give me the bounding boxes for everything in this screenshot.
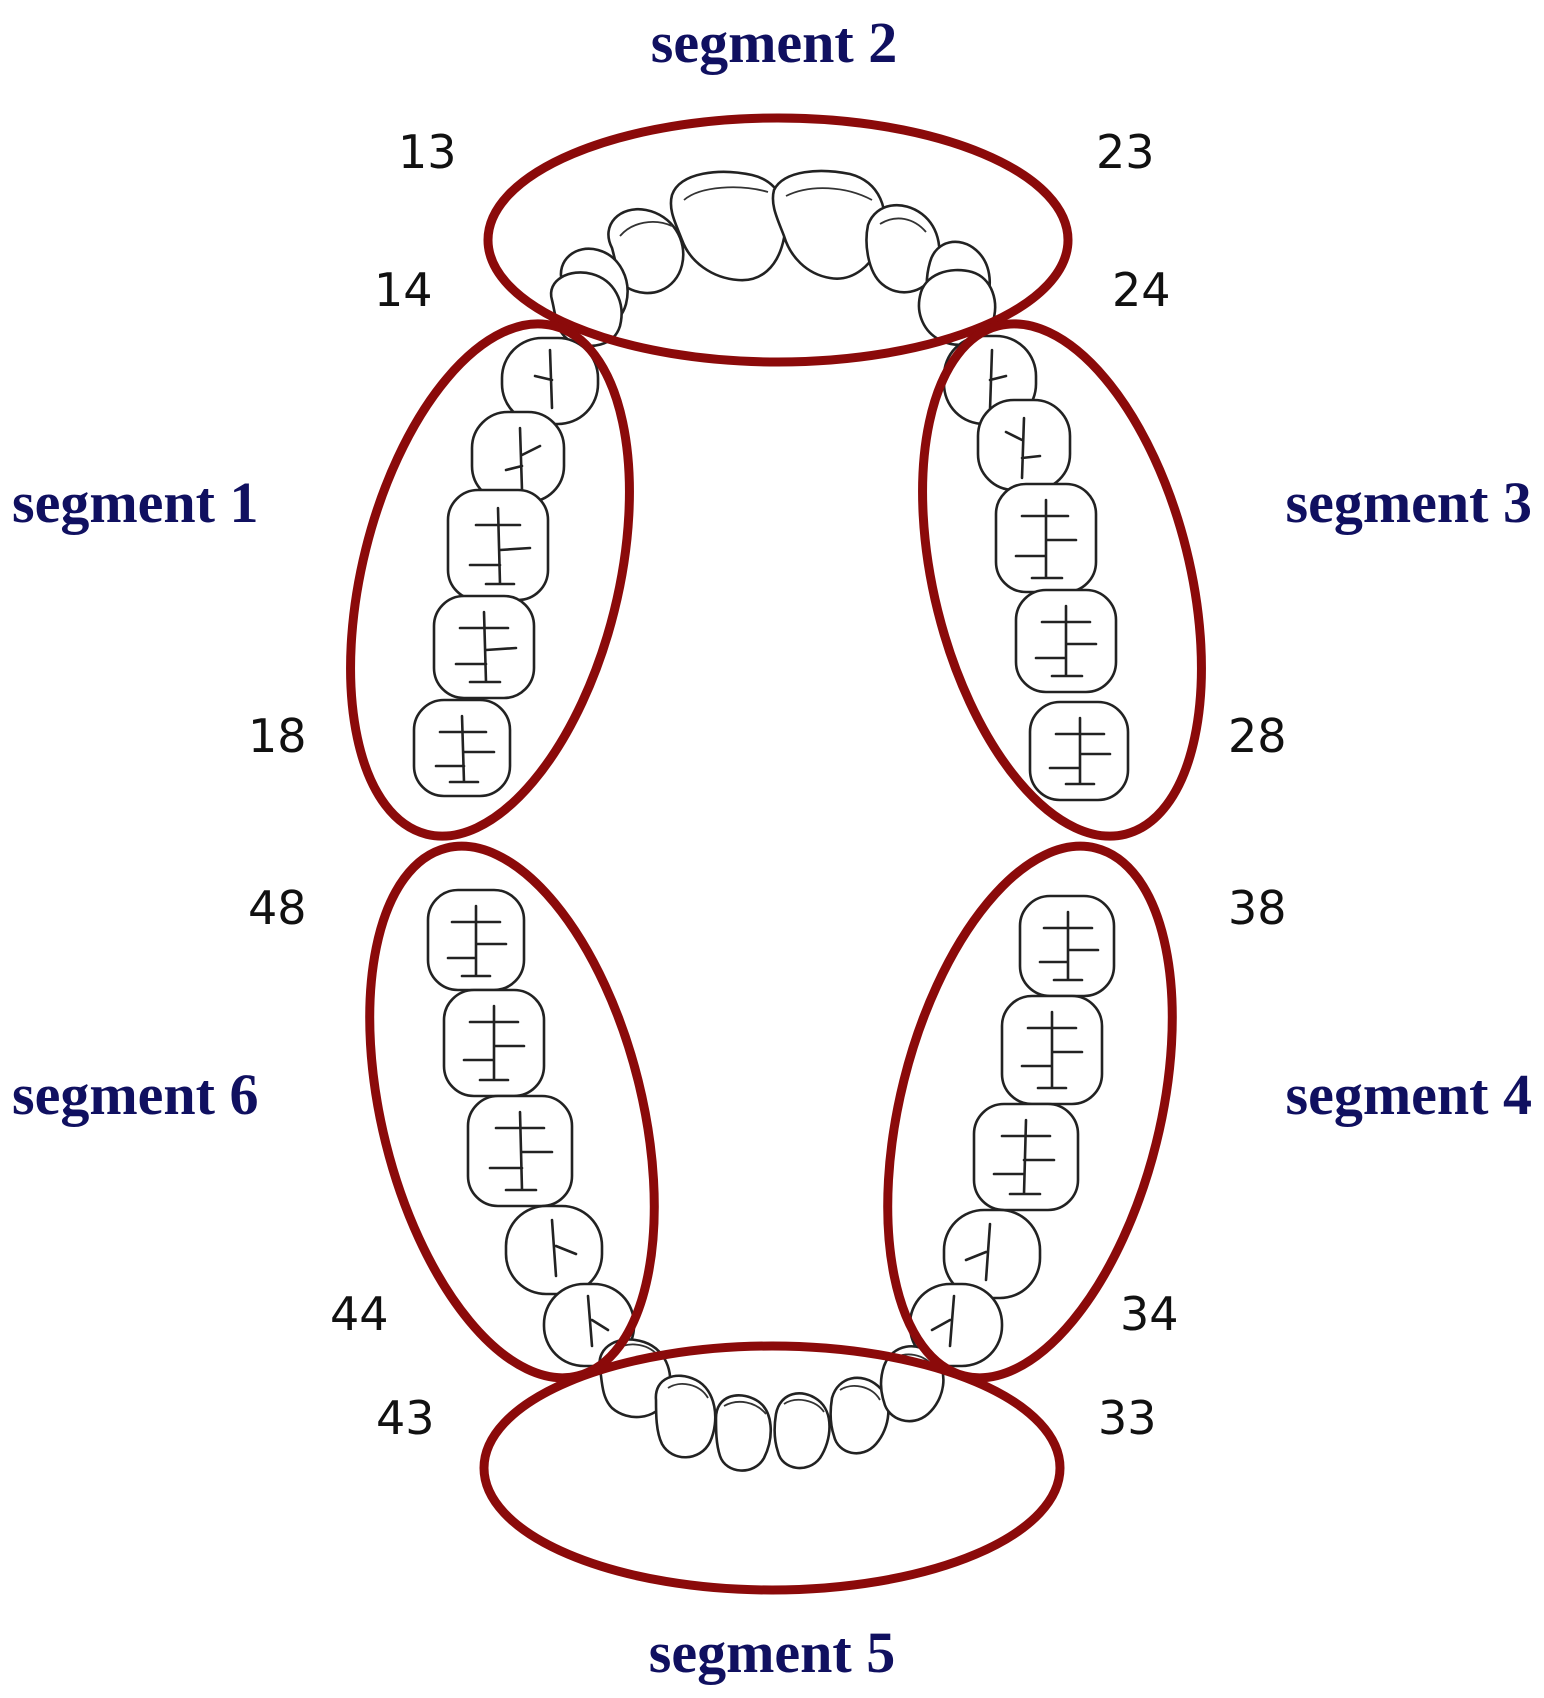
tooth-number-24: 24 — [1112, 263, 1171, 317]
segment-5-label: segment 5 — [649, 1620, 895, 1685]
lower-left-posterior-teeth — [908, 894, 1116, 1368]
tooth-number-48: 48 — [248, 881, 307, 935]
segment-1-ring — [346, 319, 634, 841]
tooth-12-edge — [619, 221, 673, 237]
tooth-32 — [829, 1376, 890, 1455]
segment-2-ring — [483, 113, 1073, 367]
segment-rings — [346, 113, 1206, 1595]
tooth-number-38: 38 — [1228, 881, 1287, 935]
tooth-number-23: 23 — [1096, 125, 1155, 179]
lower-right-posterior-teeth — [426, 888, 636, 1368]
tooth-41 — [714, 1394, 773, 1472]
segment-6-label: segment 6 — [12, 1062, 258, 1127]
upper-left-posterior-teeth — [942, 334, 1130, 802]
segment-labels: segment 2 segment 1 segment 3 segment 6 … — [12, 10, 1532, 1685]
tooth-number-28: 28 — [1228, 709, 1287, 763]
tooth-11-edge — [683, 186, 769, 201]
segment-2-label: segment 2 — [651, 10, 897, 75]
upper-right-posterior-teeth — [412, 336, 600, 798]
segment-5-ring — [479, 1341, 1065, 1595]
tooth-31 — [773, 1392, 831, 1470]
tooth-number-44: 44 — [330, 1287, 389, 1341]
segment-4-label: segment 4 — [1286, 1062, 1532, 1127]
segment-3-ring — [918, 319, 1206, 841]
tooth-16 — [470, 410, 566, 504]
tooth-21-edge — [785, 187, 873, 201]
tooth-number-18: 18 — [248, 709, 307, 763]
tooth-42 — [654, 1374, 717, 1459]
segment-1-label: segment 1 — [12, 470, 258, 535]
tooth-number-13: 13 — [398, 125, 457, 179]
upper-anterior-teeth — [549, 169, 997, 348]
segment-3-label: segment 3 — [1286, 470, 1532, 535]
tooth-22-edge — [879, 217, 927, 233]
tooth-number-labels: 13 14 18 23 24 28 48 44 43 38 34 33 — [248, 125, 1287, 1445]
tooth-number-43: 43 — [376, 1391, 435, 1445]
tooth-number-34: 34 — [1120, 1287, 1179, 1341]
tooth-number-14: 14 — [374, 263, 433, 317]
tooth-number-33: 33 — [1098, 1391, 1157, 1445]
tooth-11 — [669, 170, 788, 282]
